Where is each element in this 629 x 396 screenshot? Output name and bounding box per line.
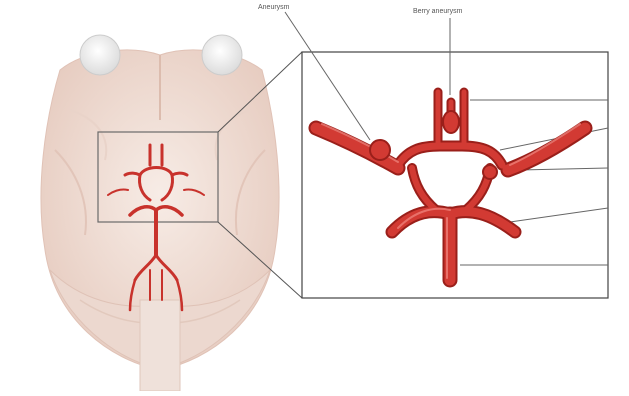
aneurysm-bulge-right (483, 165, 497, 179)
label-berry-aneurysm: Berry aneurysm (413, 8, 462, 16)
berry-aneurysm-sac (443, 111, 459, 133)
brain-stem (140, 300, 180, 391)
aneurysm-sac-left (370, 140, 390, 160)
label-aneurysm: Aneurysm (258, 4, 290, 12)
olfactory-bulb-right (202, 35, 242, 75)
olfactory-bulb-left (80, 35, 120, 75)
